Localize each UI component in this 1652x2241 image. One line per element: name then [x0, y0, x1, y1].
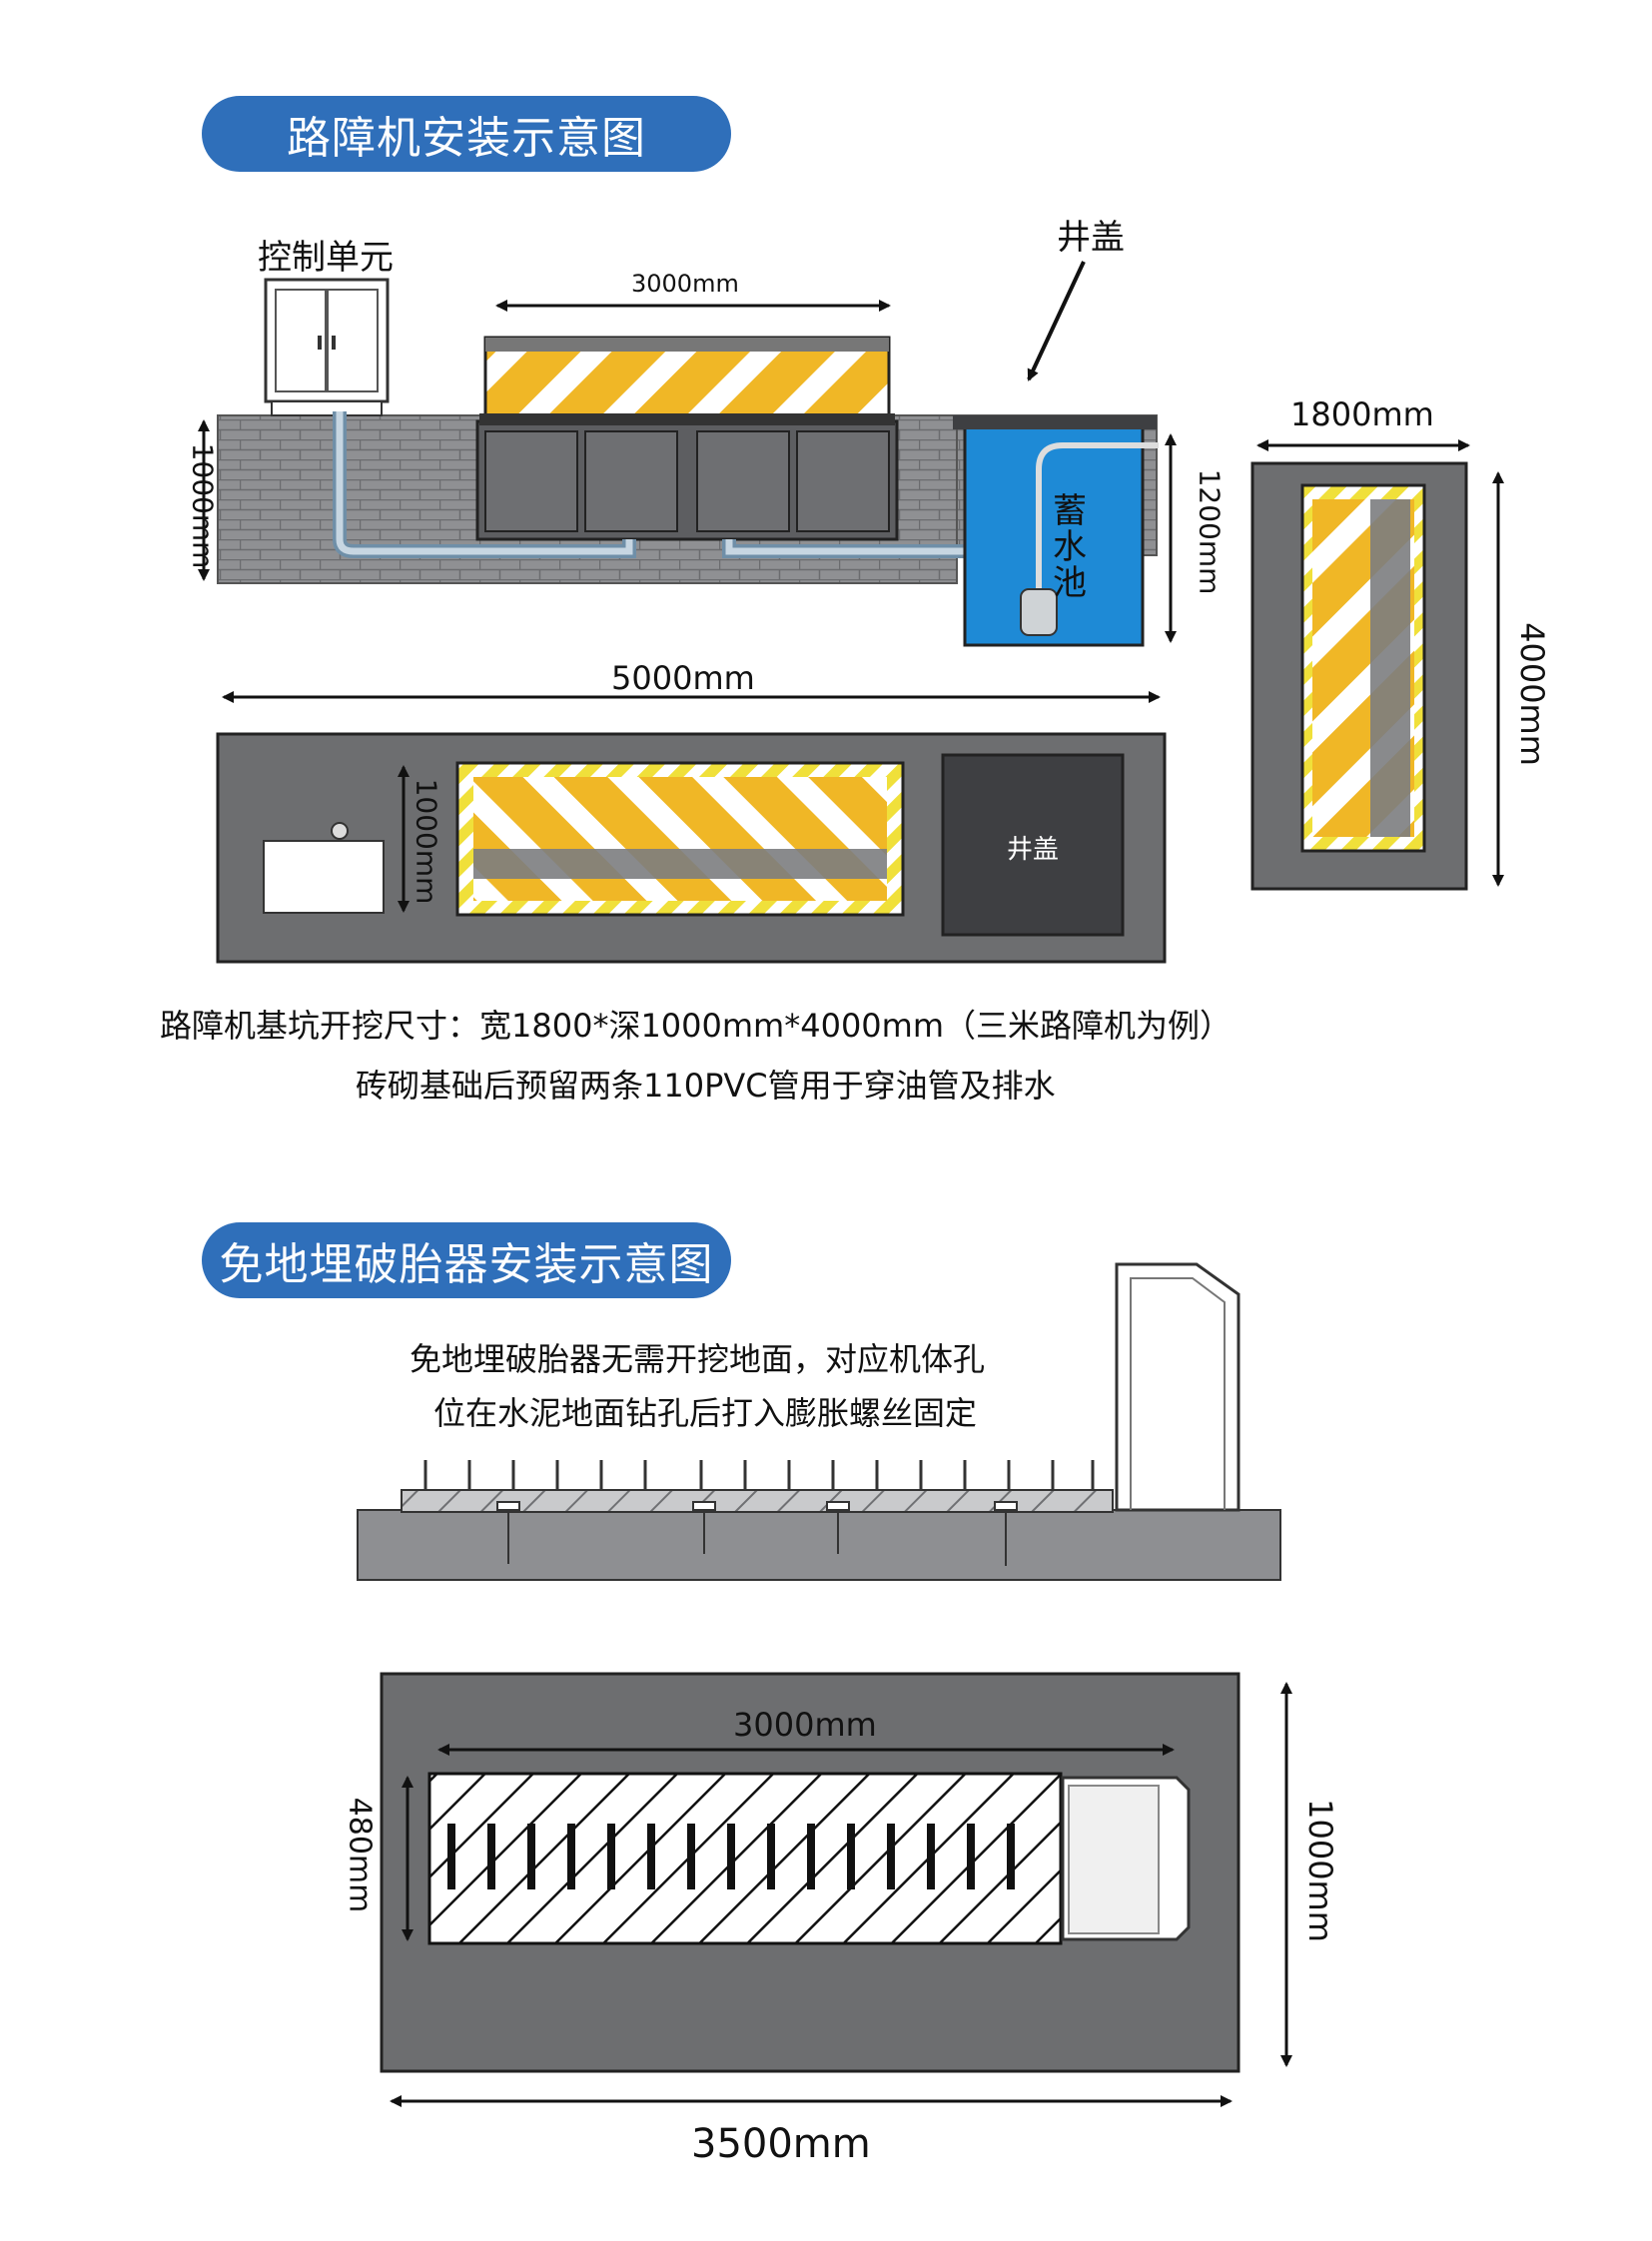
td-dim-480-label: 480mm [342, 1797, 378, 1913]
pvc-pipes [333, 411, 979, 558]
section1-note-line1: 路障机基坑开挖尺寸：宽1800*深1000mm*4000mm（三米路障机为例） [160, 1007, 1233, 1045]
control-post [1115, 1262, 1240, 1512]
dim-4000-label: 4000mm [1512, 622, 1551, 766]
dim-1000-label: 1000mm [186, 442, 220, 569]
section2-note-line2: 位在水泥地面钻孔后打入膨胀螺丝固定 [433, 1394, 978, 1432]
spike-slots [447, 1824, 1015, 1889]
control-cabinet [264, 278, 390, 416]
ground-slab [357, 1489, 1281, 1581]
barrier-pit [475, 419, 899, 541]
well-cover-label-top: 井盖 [1057, 218, 1125, 258]
section2-note-line1: 免地埋破胎器无需开挖地面，对应机体孔 [410, 1340, 986, 1378]
well-cover-pointer-arrow [1027, 261, 1086, 381]
barrier-plan-view [216, 732, 1167, 964]
td-dim-3000-label: 3000mm [733, 1706, 877, 1744]
reservoir-tank [953, 415, 1159, 647]
barrier-side-plan-view [1250, 461, 1468, 891]
reservoir-label-2: 水 [1053, 527, 1087, 567]
expansion-bolts [496, 1501, 1018, 1566]
reservoir-label-3: 池 [1053, 563, 1087, 603]
dim-1200-label: 1200mm [1193, 468, 1227, 595]
dim-3000-label: 3000mm [631, 270, 739, 298]
td-dim-1000-label: 1000mm [1300, 1799, 1339, 1942]
td-dim-3500-label: 3500mm [691, 2121, 871, 2167]
dim-5000-label: 5000mm [611, 659, 755, 697]
section1-title: 路障机安装示意图 [202, 96, 731, 172]
well-cover-plan-label: 井盖 [1007, 835, 1060, 865]
dim-plan-1000-label: 1000mm [410, 778, 443, 905]
barrier-elevation [479, 336, 895, 425]
section2-title: 免地埋破胎器安装示意图 [202, 1222, 731, 1298]
reservoir-label-1: 蓄 [1053, 491, 1087, 531]
control-unit-label: 控制单元 [258, 238, 394, 278]
spike-row [423, 1460, 1095, 1490]
section1-note-line2: 砖砌基础后预留两条110PVC管用于穿油管及排水 [356, 1067, 1056, 1105]
dim-1800-label: 1800mm [1290, 395, 1434, 433]
